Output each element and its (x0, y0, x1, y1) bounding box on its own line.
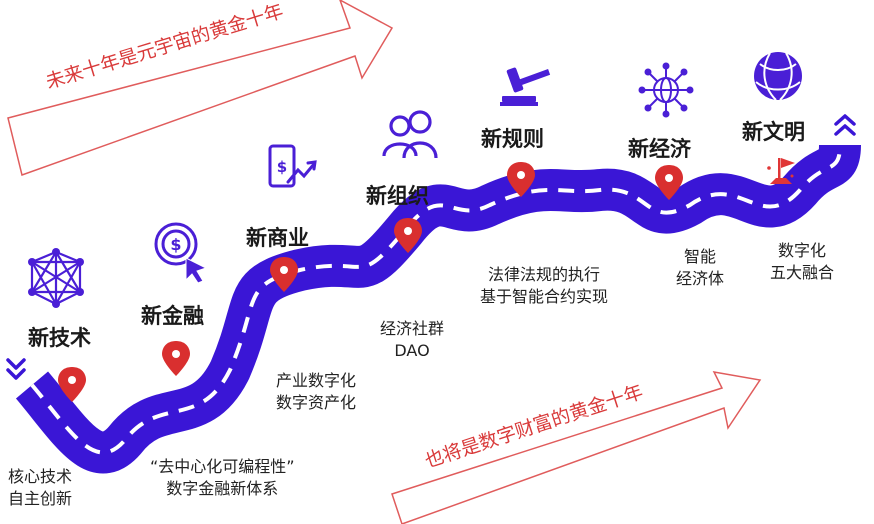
globe-nodes-icon (638, 62, 694, 118)
network-icon (28, 248, 84, 308)
location-pin-icon (655, 165, 683, 200)
milestone-title: 新组织 (366, 184, 429, 208)
gavel-icon (500, 67, 551, 106)
milestone-note: 数字化 五大融合 (770, 241, 835, 282)
people-icon (382, 110, 438, 159)
milestone-note: 产业数字化 数字资产化 (276, 371, 357, 412)
flag-icon (767, 158, 795, 184)
globe-icon (754, 52, 802, 101)
bottom-banner-arrow (391, 371, 762, 524)
location-pin-icon (162, 341, 190, 376)
milestone-title: 新商业 (246, 226, 309, 250)
end-chevron-icon (834, 114, 856, 136)
phone-dollar-icon: $ (268, 144, 317, 188)
road-path (15, 143, 861, 474)
milestone-title: 新技术 (28, 326, 91, 350)
svg-text:$: $ (277, 158, 287, 176)
milestone-note: 核心技术 自主创新 (8, 467, 73, 508)
milestone-note: 智能 经济体 (676, 247, 725, 288)
svg-text:$: $ (170, 235, 181, 254)
dollar-cursor-icon: $ (154, 222, 208, 284)
location-pin-icon (58, 367, 86, 402)
road-center-line (30, 144, 842, 455)
location-pin-icon (507, 162, 535, 197)
milestone-title: 新经济 (628, 137, 691, 161)
milestone-note: 法律法规的执行 基于智能合约实现 (480, 265, 609, 306)
milestone-note: “去中心化可编程性” 数字金融新体系 (150, 457, 295, 498)
location-pin-icon (394, 218, 422, 253)
location-pin-icon (270, 257, 298, 292)
milestone-note: 经济社群 DAO (380, 319, 445, 360)
milestone-title: 新金融 (141, 304, 204, 328)
milestone-title: 新规则 (481, 127, 544, 151)
start-chevron-icon (6, 358, 26, 380)
top-banner-arrow (7, 0, 394, 176)
milestone-title: 新文明 (742, 120, 805, 144)
